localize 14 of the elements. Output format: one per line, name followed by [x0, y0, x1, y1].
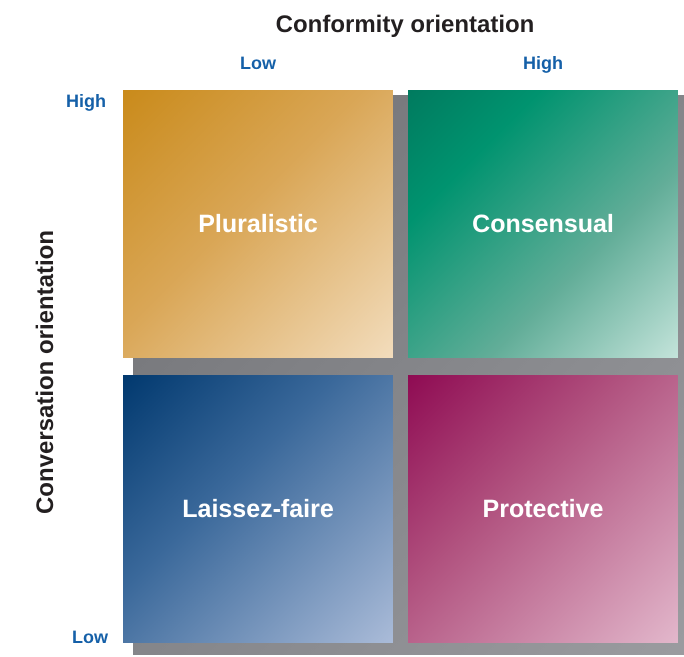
quadrant-box: [123, 90, 393, 358]
quadrant-label: Consensual: [472, 210, 614, 238]
quadrant-label: Pluralistic: [198, 210, 318, 238]
axis-tick-label: High: [523, 54, 563, 72]
axis-title: Conformity orientation: [276, 13, 534, 37]
axis-tick-label: Low: [240, 54, 276, 72]
axis-tick-label: Low: [72, 628, 108, 646]
axis-title: Conversation orientation: [34, 230, 58, 514]
quadrant-box: [123, 375, 393, 643]
quadrant-label: Protective: [482, 494, 604, 524]
quadrant-box: [408, 375, 678, 643]
axis-tick-label: High: [66, 92, 106, 110]
quadrant-box: [408, 90, 678, 358]
quadrant-label: Laissez-faire: [182, 494, 334, 524]
